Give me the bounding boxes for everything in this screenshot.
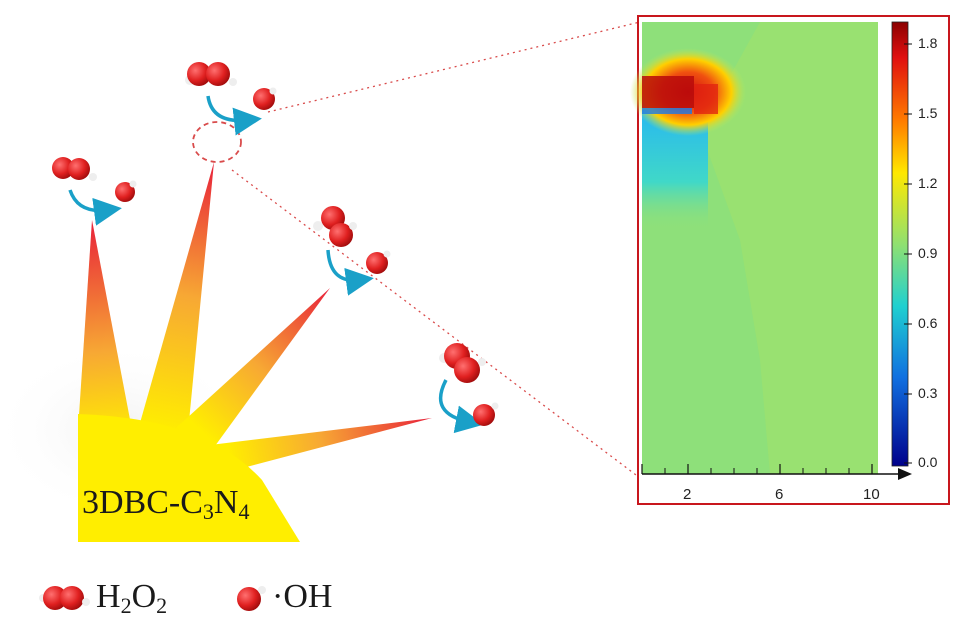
- reaction-group-3: [313, 206, 391, 296]
- reaction-arrow: [68, 189, 122, 226]
- reaction-group-4: [438, 343, 499, 434]
- colorbar-tick: 1.2: [918, 175, 938, 191]
- legend-oh-label: ·OH: [272, 578, 333, 615]
- colorbar: [891, 21, 912, 467]
- sun-body: [78, 414, 300, 542]
- material-label: 3DBC-C3N4: [82, 484, 250, 524]
- colorbar-tick: 0.0: [918, 454, 938, 470]
- colorbar-tick: 1.8: [918, 35, 938, 51]
- reaction-arrow: [326, 249, 374, 296]
- field-plot: [630, 22, 878, 474]
- x-axis: [641, 464, 912, 480]
- reaction-group-1: [52, 157, 137, 226]
- reaction-arrow: [438, 379, 484, 434]
- zoom-highlight-ellipse: [192, 121, 242, 163]
- sun-ray-3: [176, 288, 330, 446]
- legend-oh-icon: [237, 586, 266, 611]
- x-tick-label: 2: [683, 486, 692, 503]
- x-tick-label: 10: [863, 486, 880, 503]
- legend-h2o2-icon: [39, 586, 90, 610]
- sun-ray-2: [138, 162, 214, 432]
- sun-ray-1: [78, 220, 132, 430]
- zoom-guide-bottom: [231, 169, 641, 479]
- colorbar-tick: 0.6: [918, 315, 938, 331]
- colorbar-tick: 1.5: [918, 105, 938, 121]
- colorbar-tick: 0.9: [918, 245, 938, 261]
- sun-ray-4: [210, 418, 432, 470]
- zoom-guide-top: [267, 21, 641, 113]
- legend-h2o2-label: H2O2: [96, 578, 168, 618]
- colorbar-tick: 0.3: [918, 385, 938, 401]
- reaction-group-2: [185, 62, 277, 136]
- x-tick-label: 6: [775, 486, 784, 503]
- reaction-arrow: [206, 95, 262, 136]
